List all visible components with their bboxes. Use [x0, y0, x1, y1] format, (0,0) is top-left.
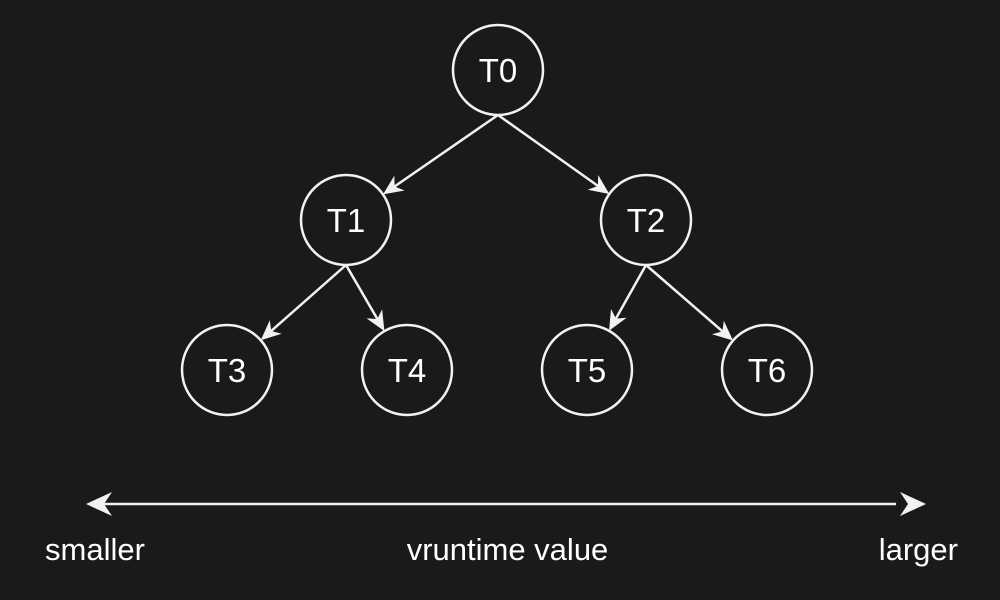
edge-t1-t3 [270, 264, 347, 332]
axis-left-arrowhead [86, 492, 112, 516]
node-circle-t5 [540, 323, 634, 417]
tree-node-t6: T6 [720, 323, 814, 417]
axis-label-larger: larger [878, 532, 958, 567]
edge-t1-t4 [344, 264, 379, 320]
tree-node-t2: T2 [599, 173, 693, 267]
edge-t0-t1 [393, 113, 499, 188]
node-label-t1: T1 [327, 202, 366, 239]
node-circle-t4 [360, 323, 454, 417]
arrowhead-t5 [609, 308, 627, 331]
edge-t2-t6 [645, 264, 724, 333]
arrowhead-t2 [587, 175, 610, 194]
node-circle-t3 [180, 323, 274, 417]
node-label-t0: T0 [479, 52, 518, 89]
tree-node-t5: T5 [540, 323, 634, 417]
arrowhead-t1 [383, 175, 405, 195]
axis-label-vruntime: vruntime value [406, 532, 609, 567]
node-label-t2: T2 [627, 202, 666, 239]
node-label-t5: T5 [568, 352, 607, 389]
node-circle-t6 [720, 323, 814, 417]
edge-t0-t2 [497, 113, 599, 187]
node-circle-t0 [451, 23, 545, 117]
edge-t2-t5 [614, 264, 648, 320]
arrowhead-t4 [366, 309, 385, 332]
axis-label-smaller: smaller [45, 532, 145, 567]
node-circle-t2 [599, 173, 693, 267]
node-label-t4: T4 [388, 352, 427, 389]
tree-edges [260, 113, 734, 341]
tree-node-t4: T4 [360, 323, 454, 417]
node-label-t6: T6 [748, 352, 787, 389]
vruntime-axis-arrow [86, 492, 926, 516]
node-circle-t1 [299, 173, 393, 267]
tree-node-t1: T1 [299, 173, 393, 267]
node-label-t3: T3 [208, 352, 247, 389]
tree-node-t0: T0 [451, 23, 545, 117]
arrowhead-t6 [712, 320, 734, 341]
tree-node-t3: T3 [180, 323, 274, 417]
arrowhead-t3 [260, 320, 282, 341]
axis-right-arrowhead [900, 492, 926, 516]
